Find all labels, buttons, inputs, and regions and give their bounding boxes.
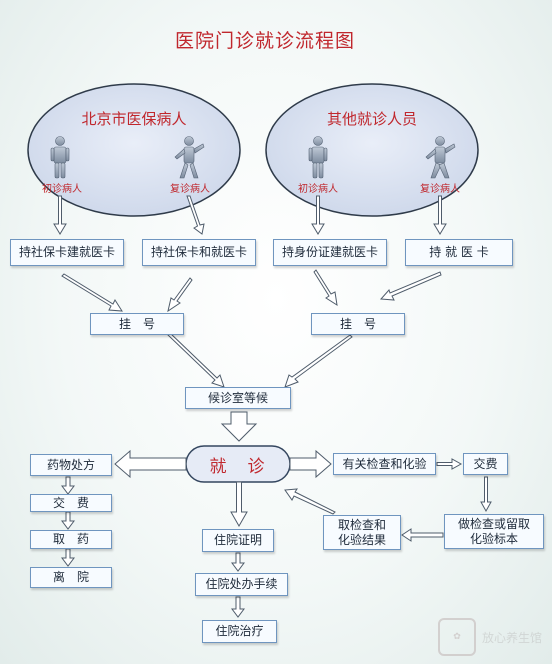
card-node-bj-return: 持社保卡和就医卡 [142, 239, 256, 266]
flow-arrow [61, 548, 75, 567]
flow-arrow [186, 195, 205, 235]
group-label-beijing: 北京市医保病人 [81, 110, 187, 128]
card-node-bj-first: 持社保卡建就医卡 [10, 239, 124, 266]
person-label-bj-first: 初诊病人 [42, 184, 82, 195]
prescription-node: 药物处方 [30, 454, 112, 476]
flow-arrow [289, 449, 332, 479]
flow-arrow [379, 271, 442, 301]
register-node-left: 挂 号 [90, 313, 184, 335]
flow-arrow [167, 332, 225, 388]
hospital-cert-node: 住院证明 [202, 529, 274, 552]
diagram-title: 医院门诊就诊流程图 [174, 30, 355, 52]
flow-arrow [480, 476, 492, 513]
flow-arrow [167, 277, 193, 313]
register-node-right: 挂 号 [311, 313, 405, 335]
sample-node: 做检查或留取 化验标本 [444, 514, 544, 549]
flow-arrow [61, 476, 75, 495]
pay-node-left: 交 费 [30, 494, 112, 512]
person-icon [174, 136, 205, 179]
flow-arrow [433, 195, 447, 235]
flow-arrow [311, 195, 325, 235]
flow-arrow [231, 596, 245, 618]
person-icon [308, 136, 328, 179]
watermark: ✿ 放心养生馆 [437, 618, 542, 656]
person-icon [425, 136, 456, 179]
admission-node: 住院处办手续 [195, 573, 288, 596]
person-label-other-first: 初诊病人 [298, 184, 338, 195]
pay-node-right: 交费 [463, 453, 508, 475]
exam-node: 有关检查和化验 [333, 453, 436, 475]
waiting-room-node: 候诊室等候 [185, 387, 291, 409]
person-icon [50, 136, 70, 179]
inpatient-node: 住院治疗 [202, 620, 277, 643]
leave-hospital-node: 离 院 [30, 567, 112, 588]
watermark-text: 放心养生馆 [481, 630, 542, 645]
person-label-bj-return: 复诊病人 [170, 184, 210, 195]
card-node-other-return: 持 就 医 卡 [405, 239, 513, 266]
flow-arrow [220, 411, 258, 442]
result-node: 取检查和 化验结果 [323, 515, 401, 550]
flow-arrow [230, 481, 248, 528]
flow-arrow [53, 195, 67, 235]
flow-arrow [61, 273, 123, 312]
group-ellipse-other [265, 83, 479, 217]
flow-arrow [313, 269, 338, 307]
group-label-other: 其他就诊人员 [326, 110, 417, 128]
card-node-other-first: 持身份证建就医卡 [273, 239, 387, 266]
flow-arrow [114, 449, 187, 479]
flow-arrow [61, 511, 75, 530]
flow-arrow [436, 458, 463, 470]
flow-arrow [401, 528, 444, 542]
group-ellipse-beijing [27, 83, 241, 217]
consult-node-label: 就 诊 [209, 456, 267, 477]
flow-arrow [284, 334, 353, 388]
flow-arrow [231, 552, 245, 572]
person-label-other-return: 复诊病人 [420, 184, 460, 195]
flow-arrow [284, 488, 336, 515]
collect-medicine-node: 取 药 [30, 530, 112, 549]
watermark-seal-icon: ✿ [437, 618, 476, 656]
